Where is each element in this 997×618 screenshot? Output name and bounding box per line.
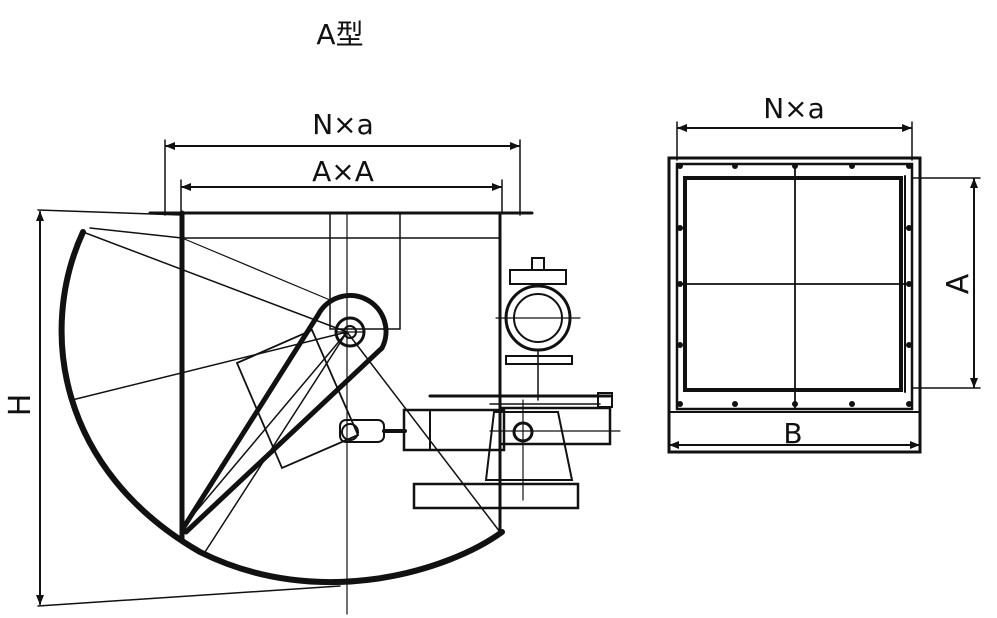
bolt-hole <box>906 401 912 407</box>
lever-arm <box>179 293 389 535</box>
side-dim-outer-width-label: N×a <box>312 108 374 141</box>
radial-line-2 <box>89 227 183 239</box>
radial-line-5 <box>204 331 348 553</box>
bolt-hole <box>906 281 912 287</box>
front-dim-right-height-label: A <box>941 273 976 294</box>
radial-line-3 <box>71 331 348 401</box>
motor-cap <box>509 269 567 285</box>
front-view <box>667 121 981 454</box>
damper-blade-arc <box>58 229 505 586</box>
bolt-hole <box>677 281 683 287</box>
bolt-hole <box>677 401 683 407</box>
drawing-title: A型 <box>316 18 363 51</box>
bolt-holes <box>677 163 912 407</box>
bolt-hole <box>792 163 798 169</box>
bolt-hole <box>906 163 912 169</box>
cylinder-tube <box>498 406 612 446</box>
radial-line-1 <box>82 231 348 333</box>
motor-base <box>505 355 573 365</box>
actuator-bracket <box>484 411 574 481</box>
front-dim-bottom-width-label: B <box>783 417 802 450</box>
sweep-top-line <box>37 209 183 216</box>
side-view <box>36 139 621 615</box>
base-plate <box>412 482 580 510</box>
motor-top <box>531 257 545 271</box>
side-dim-inner-width-label: A×A <box>312 155 374 188</box>
radial-line-4 <box>181 331 348 529</box>
side-dim-height-label: H <box>3 394 38 417</box>
bolt-hole <box>732 163 738 169</box>
top-inner-box <box>329 212 401 330</box>
radial-line-7 <box>181 237 331 301</box>
bolt-hole <box>849 163 855 169</box>
cylinder-body <box>402 408 506 452</box>
bolt-hole <box>906 225 912 231</box>
outer-frame <box>667 156 922 454</box>
bolt-hole <box>677 342 683 348</box>
front-dim-top-width-label: N×a <box>763 92 825 125</box>
bolt-hole <box>906 342 912 348</box>
bolt-hole <box>732 401 738 407</box>
bolt-hole <box>677 225 683 231</box>
radial-line-6 <box>346 331 501 533</box>
rod-eye <box>341 423 359 441</box>
cylinder-end-cap <box>597 392 613 408</box>
bolt-hole <box>677 163 683 169</box>
sweep-bottom-line <box>37 585 341 607</box>
bolt-hole <box>849 401 855 407</box>
bolt-hole <box>792 401 798 407</box>
